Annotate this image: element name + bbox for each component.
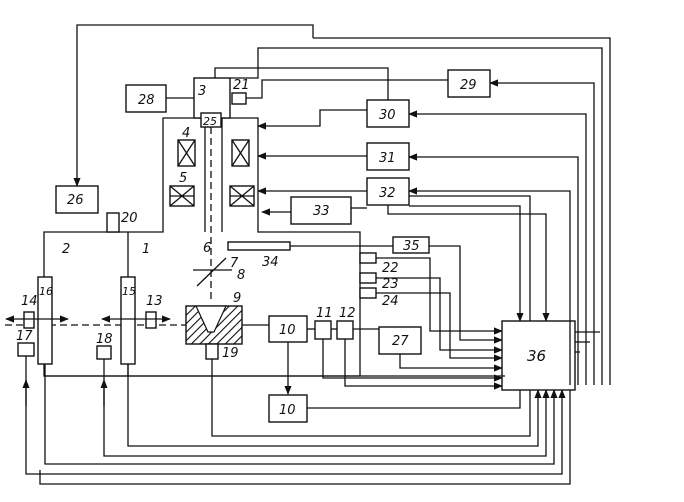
block-34 — [227, 241, 291, 251]
block-28 — [125, 84, 167, 113]
label-5: 5 — [179, 171, 187, 186]
label-27: 27 — [392, 334, 409, 349]
label-7: 7 — [230, 256, 239, 271]
label-10-lower: 10 — [279, 403, 296, 418]
specimen-holder — [185, 305, 243, 345]
label-10-upper: 10 — [279, 323, 296, 338]
labels: 1 2 3 4 5 6 7 8 9 10 10 11 12 13 14 15 1… — [16, 78, 546, 418]
block-14 — [23, 311, 35, 329]
block-33 — [290, 196, 352, 225]
label-17: 17 — [16, 329, 33, 344]
label-35: 35 — [403, 239, 420, 254]
mirror — [196, 257, 227, 287]
electron-column — [169, 118, 255, 232]
label-3: 3 — [198, 84, 206, 99]
sensor-23 — [359, 272, 377, 284]
block-11 — [314, 320, 332, 340]
label-21: 21 — [233, 78, 250, 93]
block-20 — [106, 212, 120, 233]
label-15: 15 — [122, 285, 136, 298]
label-36: 36 — [527, 347, 546, 365]
label-6: 6 — [203, 241, 211, 256]
label-29: 29 — [460, 78, 477, 93]
block-35 — [392, 236, 430, 254]
label-1: 1 — [142, 242, 150, 257]
block-18 — [96, 345, 112, 360]
label-26: 26 — [67, 193, 84, 208]
sensor-24 — [359, 287, 377, 299]
block-17 — [17, 342, 35, 357]
label-25: 25 — [203, 115, 217, 128]
label-20: 20 — [121, 211, 138, 226]
label-11: 11 — [316, 306, 333, 321]
label-12: 12 — [339, 306, 356, 321]
label-14: 14 — [21, 294, 38, 309]
label-16: 16 — [39, 285, 53, 298]
label-23: 23 — [382, 277, 399, 292]
label-34: 34 — [262, 255, 279, 270]
label-13: 13 — [146, 294, 163, 309]
block-27 — [378, 326, 422, 355]
label-28: 28 — [138, 93, 155, 108]
label-2: 2 — [62, 242, 70, 257]
label-19: 19 — [222, 346, 239, 361]
block-10-lower — [268, 394, 308, 423]
label-9: 9 — [233, 291, 241, 306]
label-31: 31 — [379, 151, 396, 166]
block-19 — [205, 343, 219, 360]
block-12 — [336, 320, 354, 340]
block-21 — [231, 92, 247, 105]
block-13 — [145, 311, 157, 329]
wiring — [22, 24, 611, 485]
block-29 — [447, 69, 491, 98]
block-26 — [55, 185, 99, 214]
label-22: 22 — [382, 261, 399, 276]
label-24: 24 — [382, 294, 399, 309]
sensor-22 — [359, 252, 377, 264]
label-32: 32 — [379, 186, 396, 201]
label-4: 4 — [182, 126, 190, 141]
label-33: 33 — [313, 204, 330, 219]
label-18: 18 — [96, 332, 113, 347]
label-8: 8 — [237, 268, 245, 283]
label-30: 30 — [379, 108, 396, 123]
